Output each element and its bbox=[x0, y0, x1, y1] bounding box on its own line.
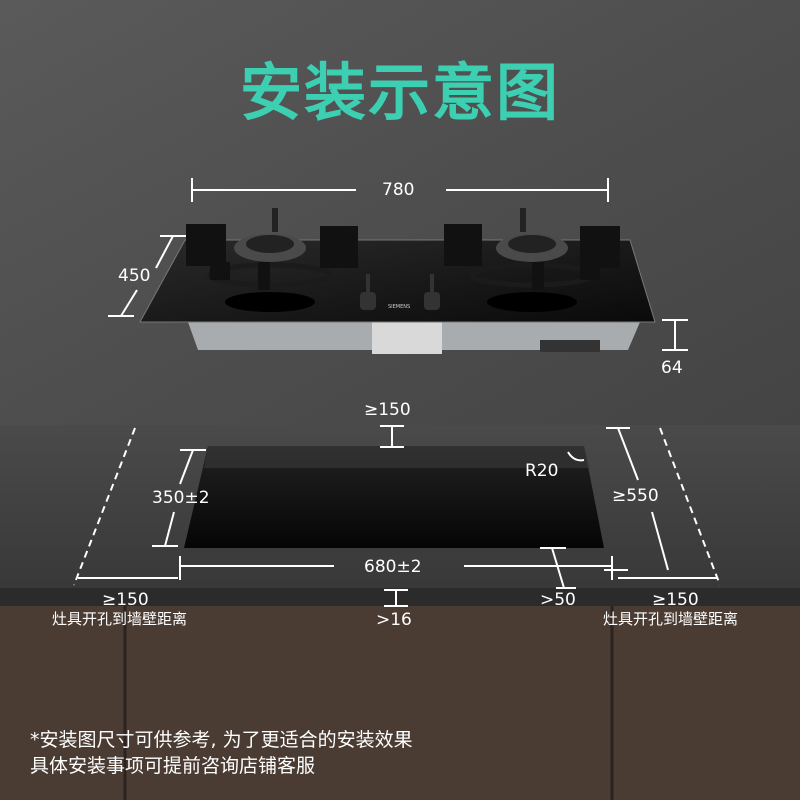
wall bbox=[0, 0, 800, 430]
right-wall-caption: 灶具开孔到墙壁距离 bbox=[603, 610, 739, 628]
right-knob-icon bbox=[424, 274, 440, 310]
counter-thickness-label: >16 bbox=[376, 610, 412, 630]
right-wall-distance-label: ≥150 bbox=[652, 590, 699, 610]
brand-label: SIEMENS bbox=[388, 304, 411, 310]
depth-label: 450 bbox=[118, 266, 151, 286]
height-label: 64 bbox=[661, 358, 683, 378]
left-wall-distance-label: ≥150 bbox=[102, 590, 149, 610]
countertop-edge bbox=[0, 588, 800, 608]
note-line-2: 具体安装事项可提前咨询店铺客服 bbox=[30, 755, 316, 777]
counter-depth-label: ≥550 bbox=[612, 486, 659, 506]
cutout-hole bbox=[184, 446, 604, 548]
page-title: 安装示意图 bbox=[239, 56, 560, 129]
left-knob-icon bbox=[360, 274, 376, 310]
cutout-depth-label: 350±2 bbox=[152, 488, 210, 508]
width-label: 780 bbox=[382, 180, 415, 200]
cutout-width-label: 680±2 bbox=[364, 557, 422, 577]
note-line-1: *安装图尺寸可供参考, 为了更适合的安装效果 bbox=[30, 729, 413, 751]
left-wall-caption: 灶具开孔到墙壁距离 bbox=[52, 610, 188, 628]
cutout-top-clearance-label: ≥150 bbox=[364, 400, 411, 420]
corner-radius-label: R20 bbox=[525, 461, 559, 481]
cabinet bbox=[0, 606, 800, 800]
rating-label bbox=[372, 320, 442, 354]
left-burner-icon bbox=[186, 208, 358, 312]
front-clearance-label: >50 bbox=[540, 590, 576, 610]
wall-boundary-lines bbox=[73, 427, 721, 586]
dimension-lines bbox=[78, 178, 718, 607]
right-burner-icon bbox=[444, 208, 620, 312]
